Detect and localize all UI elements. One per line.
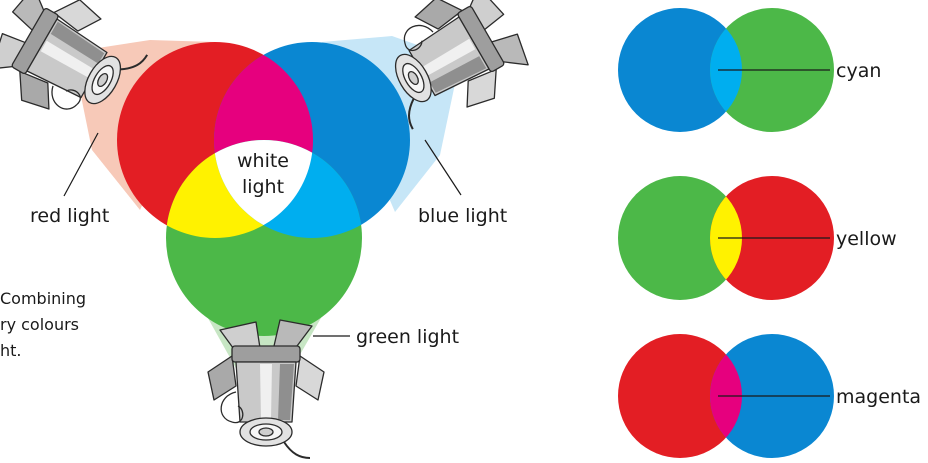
white-light-label-1: white (237, 150, 289, 172)
blue-light-label: blue light (418, 205, 507, 227)
white-light-label-2: light (242, 176, 284, 198)
cyan-mix-diagram: cyan (618, 8, 881, 132)
blue-light-leader (424, 139, 462, 196)
yellow-label: yellow (836, 228, 897, 250)
caption-line-2: ry colours (0, 315, 79, 334)
magenta-label: magenta (836, 386, 921, 408)
additive-diagram: white light red light blue light green l… (0, 0, 541, 459)
magenta-mix-diagram: magenta (618, 334, 921, 458)
red-light-label: red light (30, 205, 109, 227)
mix-blue-circle (618, 8, 742, 132)
mix-green-circle (618, 176, 742, 300)
yellow-mix-diagram: yellow (618, 176, 897, 300)
yellow-overlap (166, 140, 313, 238)
red-light-leader (63, 132, 99, 197)
caption-line-1: Combining (0, 289, 86, 308)
green-light-label: green light (356, 326, 459, 348)
cyan-label: cyan (836, 60, 881, 82)
mix-red-circle (618, 334, 742, 458)
caption-line-3: ht. (0, 341, 22, 360)
